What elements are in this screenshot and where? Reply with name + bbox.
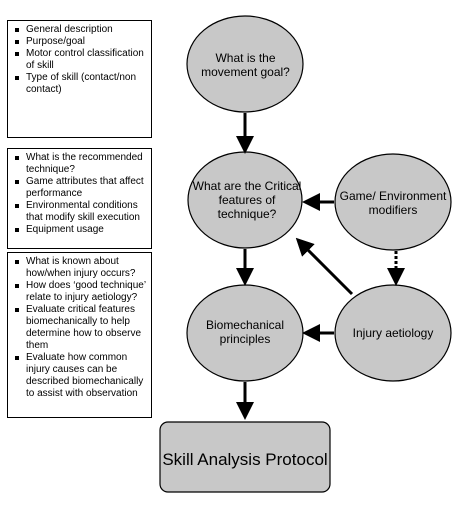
node-label-movement-goal: What is the movement goal?: [201, 51, 290, 79]
note-technique: What is the recommended technique? Game …: [7, 148, 152, 249]
node-label-biomechanical: Biomechanical principles: [205, 318, 285, 346]
note-description: General description Purpose/goal Motor c…: [7, 20, 152, 138]
node-movement-goal: [186, 15, 304, 113]
node-game-environment: [334, 153, 452, 251]
note-item: Game attributes that affect performance: [15, 176, 147, 200]
node-label-injury-aetiology: Injury aetiology: [352, 326, 434, 340]
note-item: Evaluate how common injury causes can be…: [15, 352, 147, 400]
node-label-game-environment: Game/ Environment modifiers: [339, 188, 447, 217]
note-item: Type of skill (contact/non contact): [15, 72, 147, 96]
note-item: Evaluate critical features biomechanical…: [15, 304, 147, 352]
arrow-injury-to-features: [295, 237, 354, 296]
note-item: How does ‘good technique’ relate to inju…: [15, 280, 146, 303]
note-item: Motor control classification of skill: [15, 48, 147, 72]
note-item: Environmental conditions that modify ski…: [15, 200, 147, 224]
node-label-protocol: Skill Analysis Protocol: [162, 450, 328, 469]
note-item: General description: [15, 24, 147, 36]
note-item: What is the recommended technique?: [15, 152, 147, 176]
note-injury: What is known about how/when injury occu…: [7, 252, 152, 418]
note-item: Purpose/goal: [15, 36, 147, 48]
note-item: What is known about how/when injury occu…: [15, 256, 147, 280]
node-label-critical-features: What are the Critical features of techni…: [192, 179, 302, 221]
note-item: Equipment usage: [15, 224, 147, 236]
node-protocol: [159, 421, 331, 493]
